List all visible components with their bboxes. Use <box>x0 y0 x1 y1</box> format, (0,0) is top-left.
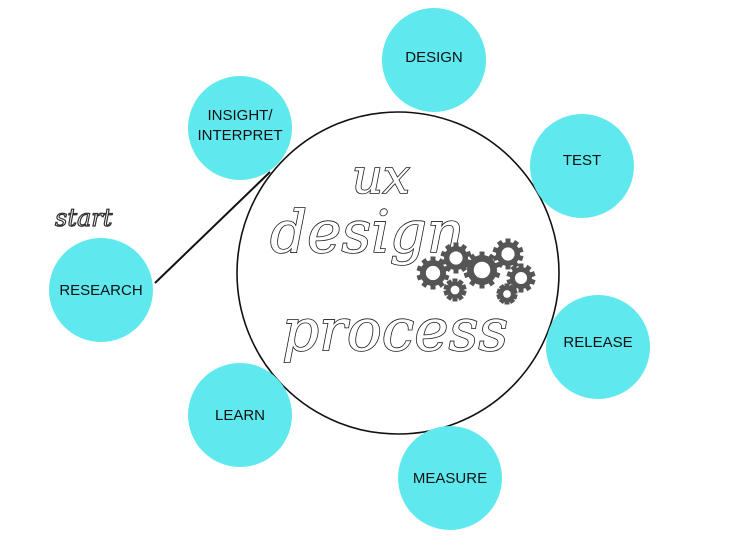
node-release-label: RELEASE <box>563 334 632 351</box>
node-design-label: DESIGN <box>405 49 463 66</box>
node-release-circle <box>546 295 650 399</box>
node-learn-circle <box>188 363 292 467</box>
node-design: DESIGN <box>382 8 486 112</box>
node-measure-label: MEASURE <box>413 470 487 487</box>
center-title-ux: ux <box>352 149 410 205</box>
node-learn: LEARN <box>188 363 292 467</box>
node-test-circle <box>530 114 634 218</box>
node-test: TEST <box>530 114 634 218</box>
center-title-design: design <box>270 198 464 266</box>
node-test-label: TEST <box>563 152 601 169</box>
node-design-circle <box>382 8 486 112</box>
node-measure-circle <box>398 426 502 530</box>
gear-0 <box>416 256 450 290</box>
node-measure: MEASURE <box>398 426 502 530</box>
center-circle <box>236 111 560 435</box>
gear-3 <box>492 238 524 270</box>
connector-line <box>154 171 271 284</box>
gear-2 <box>463 251 501 289</box>
node-insight-label-2: INTERPRET <box>197 127 282 144</box>
node-research-circle <box>49 238 153 342</box>
node-learn-label: LEARN <box>215 407 265 424</box>
node-research: RESEARCH <box>49 238 153 342</box>
node-release: RELEASE <box>546 295 650 399</box>
gear-6 <box>496 283 518 305</box>
gear-1 <box>440 242 472 274</box>
gear-4 <box>506 263 536 293</box>
gear-5 <box>443 278 467 302</box>
node-research-label: RESEARCH <box>59 282 142 299</box>
node-insight: INSIGHT/ INTERPRET <box>188 76 292 180</box>
node-insight-label: INSIGHT/ <box>207 107 273 124</box>
start-label: start <box>55 204 113 232</box>
node-insight-circle <box>188 76 292 180</box>
center-title-process: process <box>282 296 508 364</box>
gears-icon <box>416 238 536 305</box>
